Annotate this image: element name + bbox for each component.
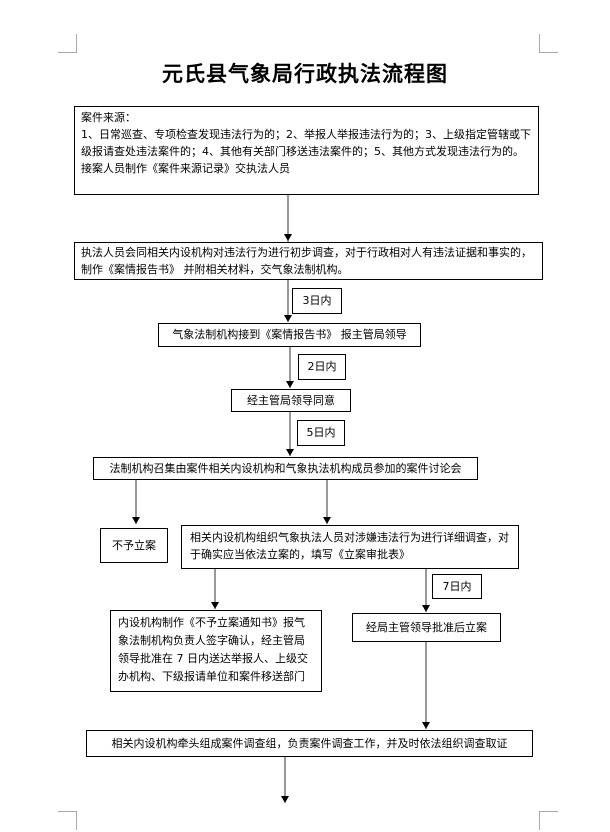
arrowhead — [422, 722, 430, 729]
preliminary-investigation-text: 执法人员会同相关内设机构对违法行为进行初步调查，对于行政相对人有违法证据和事实的… — [81, 246, 532, 276]
page-corner-mark — [539, 34, 558, 53]
investigation-team-text: 相关内设机构牵头组成案件调查组，负责案件调查工作，并及时依法组织调查取证 — [111, 737, 508, 750]
arrowhead — [281, 796, 289, 803]
case-source-footer: 接案人员制作《案件来源记录》交执法人员 — [81, 162, 290, 175]
page-corner-mark — [58, 811, 77, 830]
arrowhead — [284, 234, 292, 241]
page-corner-mark — [539, 811, 558, 830]
step-case-discussion: 法制机构召集由案件相关内设机构和气象执法机构成员参加的案件讨论会 — [93, 457, 478, 480]
case-source-heading: 案件来源： — [81, 111, 136, 124]
step-report-to-leader: 气象法制机构接到《案情报告书》 报主管局领导 — [158, 323, 421, 347]
leader-approval-text: 经主管局领导同意 — [247, 394, 335, 407]
page-corner-mark — [58, 34, 77, 53]
step-case-source: 案件来源： 1、日常巡查、专项检查发现违法行为的；2、举报人举报违法行为的；3、… — [74, 106, 539, 195]
arrowhead — [286, 449, 294, 456]
flowchart-title: 元氏县气象局行政执法流程图 — [162, 61, 448, 86]
step-no-filing-notice: 内设机构制作《不予立案通知书》报气象法制机构负责人签字确认，经主管局领导批准在 … — [110, 610, 322, 692]
step-investigation-team: 相关内设机构牵头组成案件调查组，负责案件调查工作，并及时依法组织调查取证 — [86, 730, 533, 757]
step-no-filing: 不予立案 — [100, 528, 168, 563]
step-leader-approval: 经主管局领导同意 — [231, 389, 351, 412]
time-limit-3-days: 3日内 — [292, 288, 342, 314]
report-to-leader-text: 气象法制机构接到《案情报告书》 报主管局领导 — [172, 328, 407, 341]
time-limit-7-days: 7日内 — [432, 574, 482, 599]
detailed-investigation-text: 相关内设机构组织气象执法人员对涉嫌违法行为进行详细调查，对于确实应当依法立案的，… — [190, 531, 509, 561]
arrowhead — [286, 381, 294, 388]
arrowhead — [422, 605, 430, 612]
no-filing-text: 不予立案 — [112, 539, 156, 552]
step-preliminary-investigation: 执法人员会同相关内设机构对违法行为进行初步调查，对于行政相对人有违法证据和事实的… — [74, 242, 543, 280]
filing-approved-text: 经局主管领导批准后立案 — [366, 621, 487, 634]
arrowhead — [323, 517, 331, 524]
time-limit-2-days: 2日内 — [298, 354, 346, 380]
arrowhead — [211, 602, 219, 609]
arrowhead — [284, 315, 292, 322]
no-filing-notice-text: 内设机构制作《不予立案通知书》报气象法制机构负责人签字确认，经主管局领导批准在 … — [118, 616, 308, 683]
case-source-body: 1、日常巡查、专项检查发现违法行为的；2、举报人举报违法行为的；3、上级指定管辖… — [81, 128, 531, 158]
arrowhead — [132, 517, 140, 524]
case-discussion-text: 法制机构召集由案件相关内设机构和气象执法机构成员参加的案件讨论会 — [109, 462, 462, 475]
time-limit-5-days: 5日内 — [297, 420, 345, 446]
step-detailed-investigation: 相关内设机构组织气象执法人员对涉嫌违法行为进行详细调查，对于确实应当依法立案的，… — [181, 525, 519, 569]
step-filing-approved: 经局主管领导批准后立案 — [352, 613, 501, 642]
